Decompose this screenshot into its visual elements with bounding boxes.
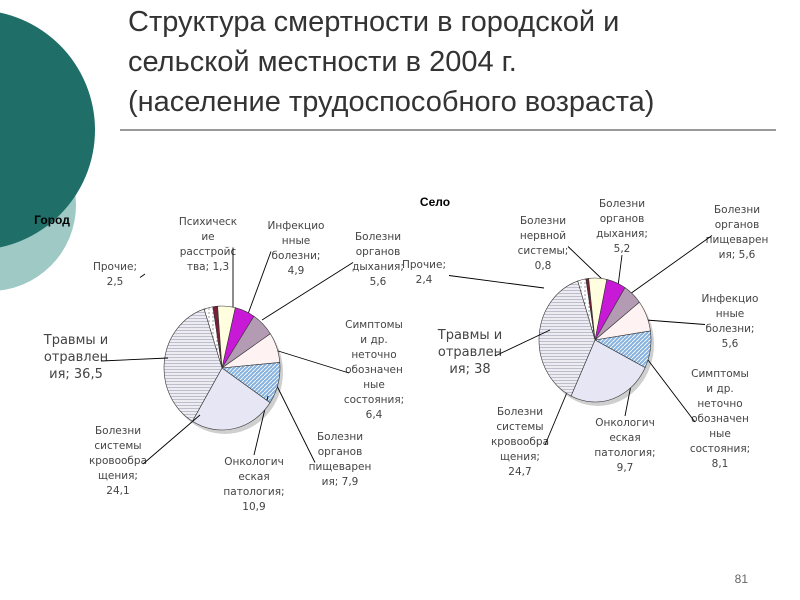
leader-line bbox=[274, 349, 350, 374]
leader-line bbox=[494, 329, 551, 357]
page-number: 81 bbox=[734, 572, 748, 586]
leader-line bbox=[100, 357, 169, 362]
deco-circle-dark bbox=[0, 12, 95, 248]
leader-line bbox=[142, 414, 201, 465]
leader-line bbox=[247, 251, 272, 315]
title-divider bbox=[120, 129, 776, 131]
chart-title: Город bbox=[34, 213, 70, 227]
pie-slice bbox=[163, 308, 223, 422]
leader-line bbox=[567, 246, 604, 281]
leader-line bbox=[647, 359, 696, 423]
slice-label: Прочие;2,4 bbox=[402, 259, 446, 286]
leader-line bbox=[274, 381, 316, 463]
pie-slice bbox=[570, 339, 646, 403]
pie-slice bbox=[538, 280, 596, 397]
slide-title-line: Структура смертности в городской и bbox=[128, 6, 620, 38]
slice-label: Прочие;2,5 bbox=[93, 261, 137, 288]
slide-decoration bbox=[0, 12, 95, 291]
chart-title: Село bbox=[420, 195, 450, 209]
slide-title: Структура смертности в городской и сельс… bbox=[128, 2, 788, 122]
slide-title-line: (население трудоспособного возраста) bbox=[128, 86, 655, 118]
leader-line bbox=[617, 254, 623, 287]
leader-line bbox=[645, 319, 706, 325]
slide-title-line: сельской местности в 2004 г. bbox=[128, 46, 517, 78]
leader-line bbox=[448, 275, 545, 289]
leader-line bbox=[261, 262, 354, 321]
pie-slice bbox=[191, 367, 271, 431]
leader-line bbox=[544, 389, 569, 446]
leader-line bbox=[139, 273, 146, 278]
leader-line bbox=[629, 235, 713, 295]
